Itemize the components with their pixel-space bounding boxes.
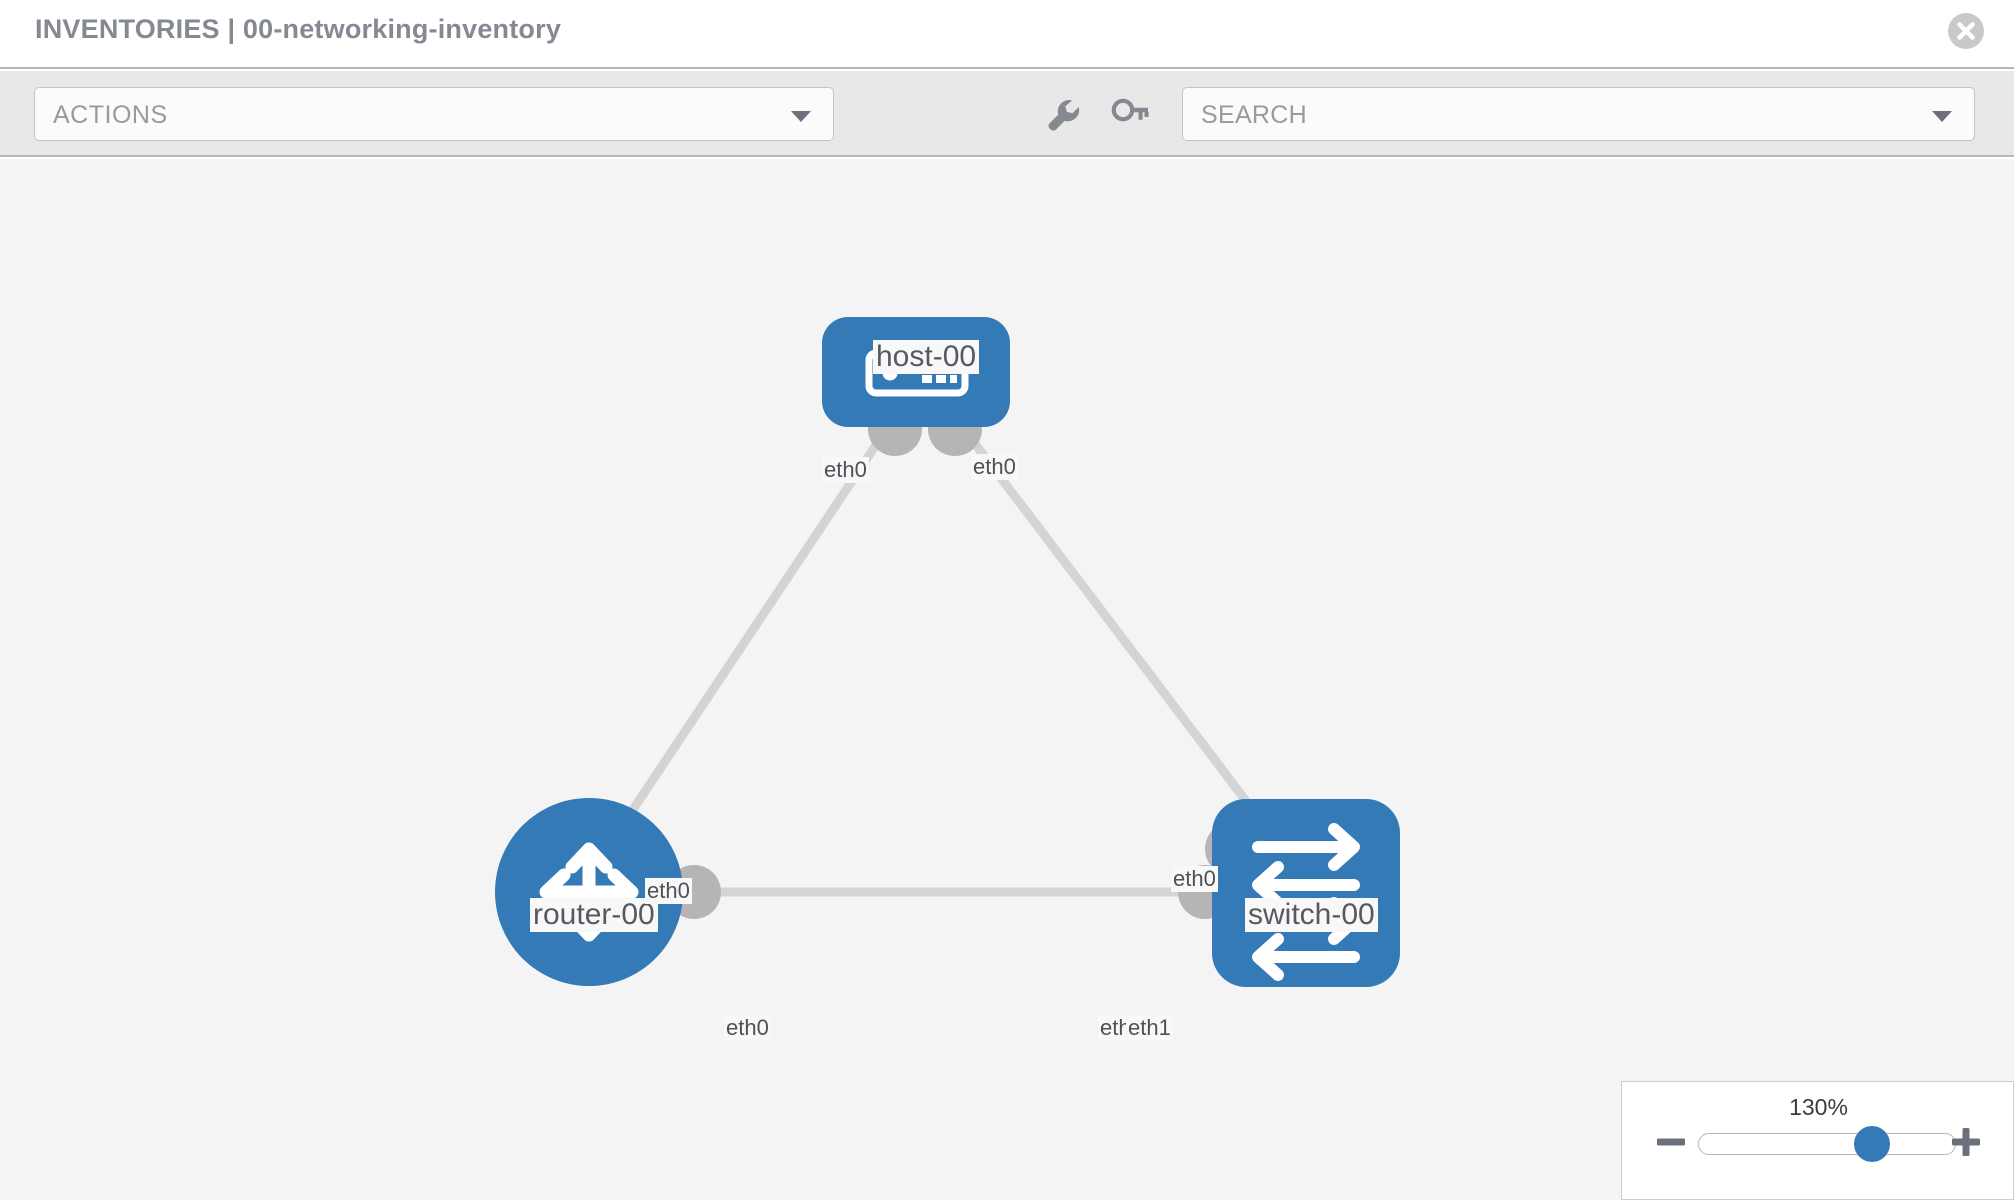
iface-label-router-upper: eth0 [645,878,692,904]
topology-graph [495,317,1400,987]
iface-label-switch-eth1: eth1 [1126,1015,1173,1041]
node-label-switch-00: switch-00 [1245,898,1378,932]
zoom-slider-track[interactable] [1698,1133,1956,1155]
endpoint-group [667,402,1259,919]
link-group [596,421,1294,897]
search-placeholder: SEARCH [1201,101,1307,129]
node-label-host-00: host-00 [873,340,980,374]
zoom-level-label: 130% [1789,1094,1848,1120]
iface-label-router-right: eth0 [724,1015,771,1041]
actions-dropdown-label: ACTIONS [53,101,168,129]
node-label-router-00: router-00 [530,898,658,932]
wrench-icon[interactable] [1040,93,1084,137]
chevron-down-icon[interactable] [1932,111,1952,122]
iface-label-host-left: eth0 [822,457,869,483]
minus-icon[interactable] [1654,1125,1688,1159]
chevron-down-icon [791,111,811,122]
iface-label-host-right: eth0 [971,454,1018,480]
topology-canvas[interactable]: host-00 router-00 switch-00 eth0 eth0 et… [0,159,2014,1200]
zoom-slider-thumb[interactable] [1854,1126,1890,1162]
node-switch-00[interactable] [1212,799,1400,987]
plus-icon[interactable] [1949,1125,1983,1159]
search-input[interactable]: SEARCH [1182,87,1975,141]
page-title: INVENTORIES | 00-networking-inventory [35,14,562,44]
page-header: INVENTORIES | 00-networking-inventory [0,0,2014,69]
link-host-router [596,421,894,862]
key-icon[interactable] [1108,93,1152,137]
link-host-switch [956,421,1294,862]
actions-dropdown[interactable]: ACTIONS [34,87,834,141]
zoom-control-panel: 130% [1621,1081,2014,1200]
close-icon[interactable] [1946,11,1986,51]
iface-label-switch-upper: eth0 [1171,866,1218,892]
toolbar: ACTIONS SEARCH [0,71,2014,157]
